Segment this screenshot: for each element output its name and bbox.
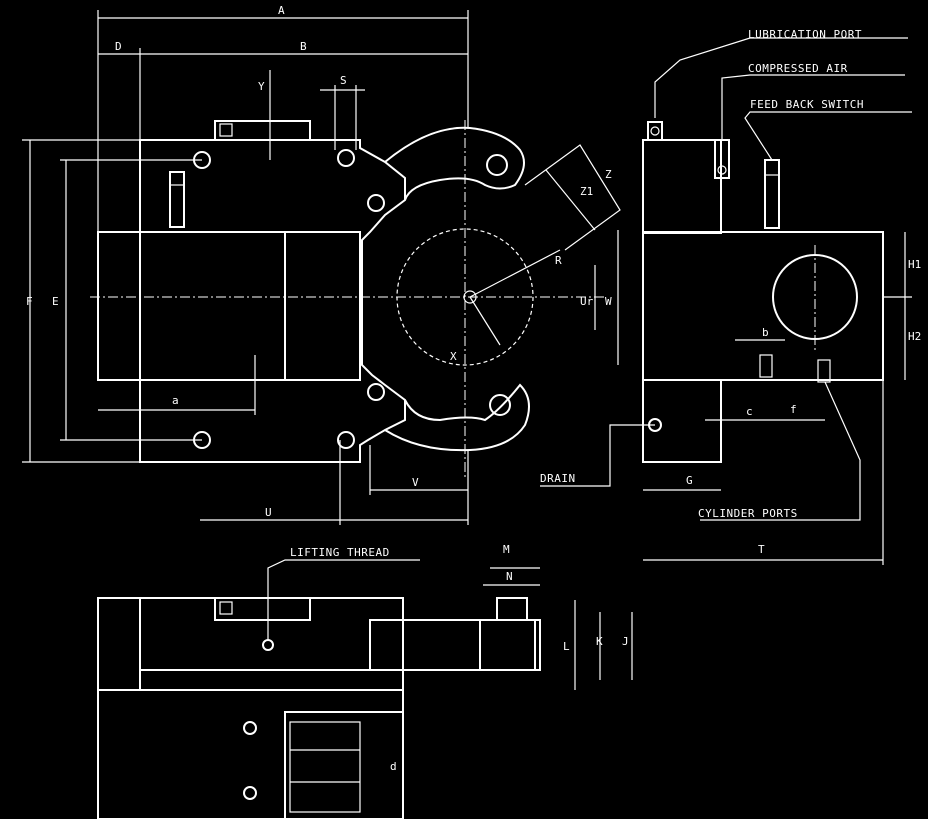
dim-L: L [563,640,570,653]
callout-leaders [267,37,912,640]
dim-B: B [300,40,307,53]
label-compressed-air: COMPRESSED AIR [748,62,848,75]
label-feed-back-switch: FEED BACK SWITCH [750,98,864,111]
dim-a: a [172,394,179,407]
label-lifting-thread: LIFTING THREAD [290,546,390,559]
dim-T: T [758,543,765,556]
label-cylinder-ports: CYLINDER PORTS [698,507,798,520]
dim-K: K [596,635,603,648]
dim-D: D [115,40,122,53]
dim-F: F [26,295,33,308]
dim-V: V [412,476,419,489]
side-view [642,121,912,565]
dim-R: R [555,254,562,267]
dim-Z: Z [605,168,612,181]
dim-H2: H2 [908,330,921,343]
dim-c: c [746,405,753,418]
dim-W: W [605,295,612,308]
cylinder-block [97,231,361,381]
dim-X: X [450,350,457,363]
dim-M: M [503,543,510,556]
dim-N: N [506,570,513,583]
dim-Y: Y [258,80,265,93]
label-lubrication-port: LUBRICATION PORT [748,28,862,41]
dim-H1: H1 [908,258,921,271]
dim-f: f [790,403,797,416]
dim-G: G [686,474,693,487]
front-dimensions [22,10,619,525]
dim-S: S [340,74,347,87]
labels: LUBRICATION PORT COMPRESSED AIR FEED BAC… [26,4,921,773]
dim-b: b [762,326,769,339]
dim-J: J [622,635,629,648]
top-nut-block [214,120,311,141]
dim-U1: Ur [580,295,594,308]
lower-jaw [384,383,530,452]
front-view [90,120,621,480]
dim-A: A [278,4,285,17]
front-body-outline [139,139,406,463]
dim-Z1: Z1 [580,185,593,198]
dim-d: d [390,760,397,773]
label-drain: DRAIN [540,472,576,485]
dim-E: E [52,295,59,308]
bottom-view [97,567,633,819]
dim-U: U [265,506,272,519]
